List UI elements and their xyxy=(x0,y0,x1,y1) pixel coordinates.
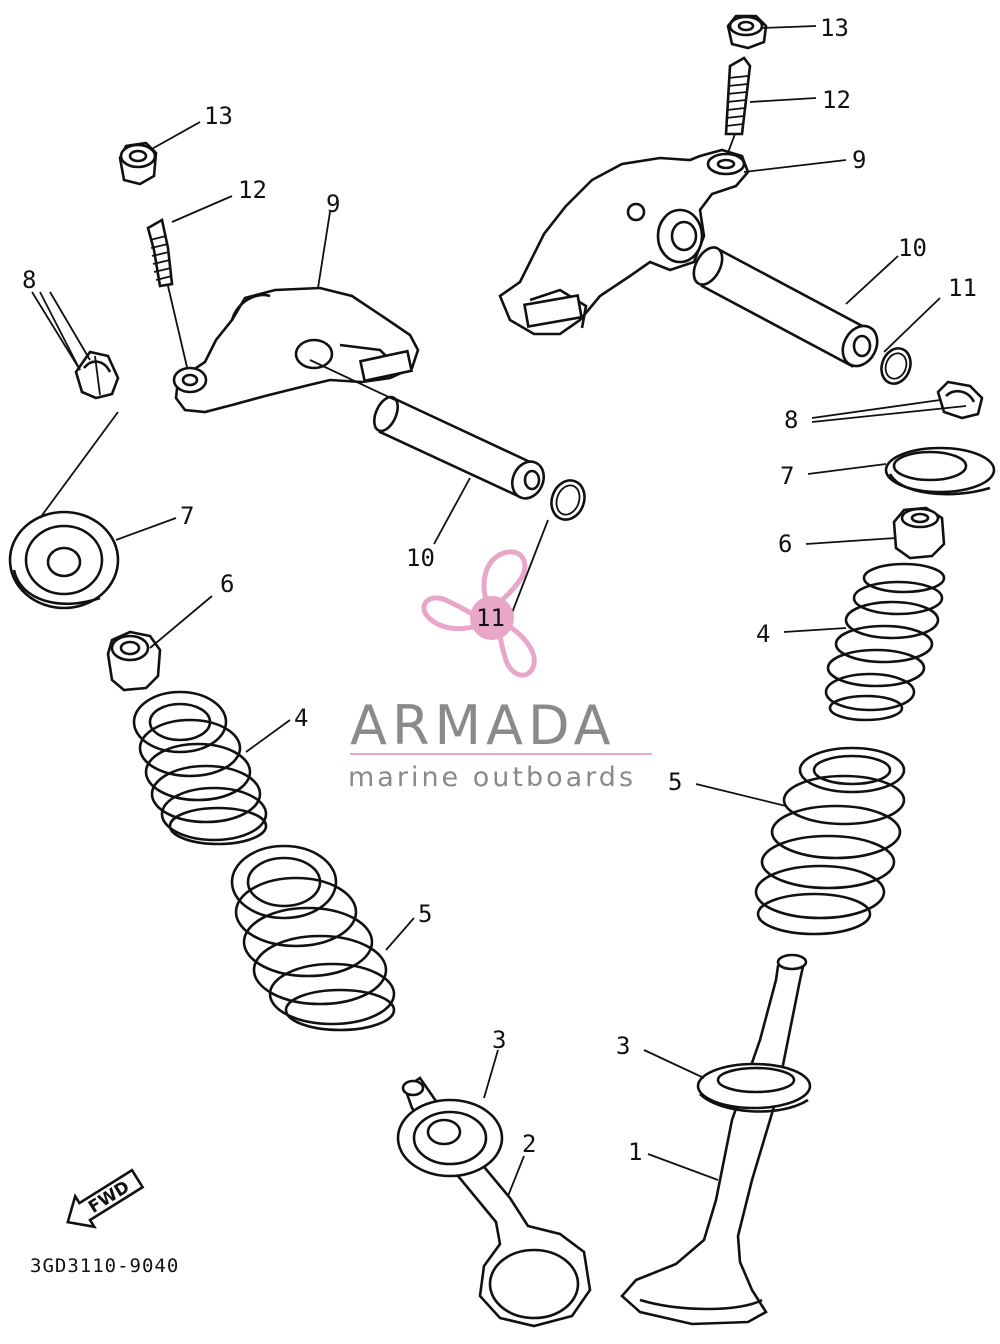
adjusting-screw-right xyxy=(724,56,752,159)
spring-retainer-right xyxy=(884,446,996,496)
callout-4-left: 4 xyxy=(294,704,308,732)
callout-2: 2 xyxy=(522,1130,536,1158)
callout-6-left: 6 xyxy=(220,570,234,598)
inner-valve-spring-right xyxy=(824,562,946,722)
propeller-icon xyxy=(421,549,537,678)
callout-13-right: 13 xyxy=(820,14,849,42)
callout-1: 1 xyxy=(628,1138,642,1166)
callout-8-right: 8 xyxy=(784,406,798,434)
callout-10-right: 10 xyxy=(898,234,927,262)
callout-11-right: 11 xyxy=(948,274,977,302)
callout-3-left: 3 xyxy=(492,1026,506,1054)
callout-5-left: 5 xyxy=(418,900,432,928)
part-code: 3GD3110-9040 xyxy=(30,1255,179,1277)
valve-cotter-left xyxy=(74,350,120,400)
valve-stem-seal-left xyxy=(106,630,162,692)
intake-valve xyxy=(620,953,808,1326)
forward-direction-arrow: FWD xyxy=(66,1168,145,1229)
callout-6-right: 6 xyxy=(778,530,792,558)
valve-cotter-right xyxy=(936,380,984,420)
callout-4-right: 4 xyxy=(756,620,770,648)
outer-valve-spring-left xyxy=(230,844,396,1032)
rocker-shaft-right xyxy=(692,246,879,368)
callout-11-left: 11 xyxy=(476,604,505,632)
rocker-arm-right xyxy=(498,148,750,336)
nut-right xyxy=(726,14,768,50)
callout-7-right: 7 xyxy=(780,462,794,490)
callout-12-right: 12 xyxy=(822,86,851,114)
armada-watermark: 11 ARMADA marine outboards xyxy=(348,549,652,793)
watermark-tagline: marine outboards xyxy=(348,762,636,793)
callout-3-right: 3 xyxy=(616,1032,630,1060)
callout-5-right: 5 xyxy=(668,768,682,796)
callout-9-right: 9 xyxy=(852,146,866,174)
inner-valve-spring-left xyxy=(132,690,268,846)
adjusting-screw-left xyxy=(146,217,191,381)
nut-left xyxy=(118,141,158,186)
spring-seat-left xyxy=(396,1098,504,1178)
spring-retainer-left xyxy=(8,510,120,610)
leader-lines xyxy=(31,25,967,1197)
callout-7-left: 7 xyxy=(180,502,194,530)
watermark-brand: ARMADA xyxy=(350,694,616,757)
rocker-shaft-left xyxy=(309,359,546,500)
spring-seat-right xyxy=(696,1062,812,1113)
callout-13-left: 13 xyxy=(204,102,233,130)
callout-9-left: 9 xyxy=(326,190,340,218)
callout-12-left: 12 xyxy=(238,176,267,204)
o-ring-right xyxy=(880,347,912,385)
rocker-arm-left xyxy=(172,286,420,414)
callout-labels: 13 12 9 8 7 6 10 4 5 3 2 13 12 9 10 11 8… xyxy=(22,14,977,1166)
callout-8-left: 8 xyxy=(22,266,36,294)
callout-10-left: 10 xyxy=(406,544,435,572)
o-ring-left xyxy=(550,479,586,521)
valve-stem-seal-right xyxy=(892,506,946,560)
outer-valve-spring-right xyxy=(754,746,906,936)
